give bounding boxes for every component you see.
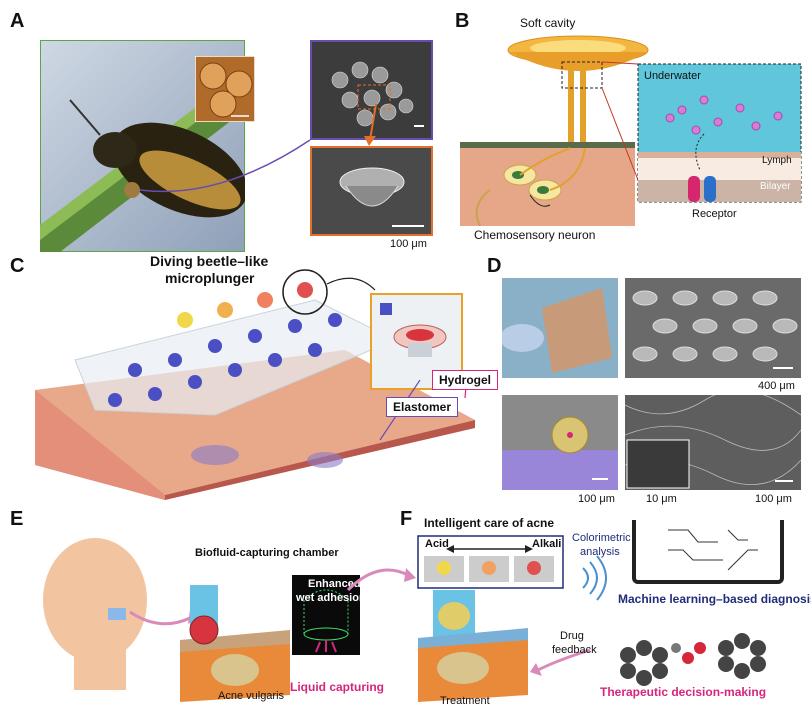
- panel-label-c: C: [10, 255, 25, 277]
- scale-bar-d-b3: 100 μm: [755, 493, 792, 505]
- sem-array-image: [625, 278, 801, 378]
- label-adhesion-1: Enhanced: [308, 578, 361, 590]
- flexible-patch-photo: [502, 278, 618, 378]
- label-biofluid-chamber: Biofluid-capturing chamber: [195, 547, 339, 559]
- label-treatment: Treatment: [440, 695, 490, 707]
- sem-image-cups: [310, 40, 433, 140]
- label-alkali: Alkali: [532, 538, 562, 550]
- scale-bar-d-b2: 10 μm: [646, 493, 677, 505]
- cross-section-micrograph: [502, 395, 618, 490]
- scale-bar-d-b1: 100 μm: [578, 493, 615, 505]
- panel-label-f: F: [400, 508, 413, 530]
- hydrogel-porous-sem: [625, 395, 801, 490]
- zoom-connector-a: [139, 139, 311, 193]
- label-adhesion-2: wet adhesion: [296, 592, 366, 604]
- sem-image-single-cup: [310, 146, 433, 236]
- label-microplunger-2: microplunger: [165, 270, 255, 286]
- panel-label-b: B: [455, 10, 470, 32]
- label-bilayer: Bilayer: [760, 181, 791, 192]
- label-lymph: Lymph: [762, 155, 792, 166]
- label-colorimetric-1: Colorimetric: [572, 532, 631, 544]
- panel-label-d: D: [487, 255, 502, 277]
- microplunger-patch-illustration: [35, 269, 475, 500]
- suction-cup-closeup: [195, 56, 255, 122]
- label-underwater: Underwater: [644, 70, 701, 82]
- zoom-arrow-a: [364, 103, 377, 146]
- panel-label-a: A: [10, 10, 25, 32]
- label-elastomer: Elastomer: [386, 397, 459, 417]
- care-loop-illustration: [346, 520, 784, 702]
- label-colorimetric-2: analysis: [580, 546, 620, 558]
- label-microplunger-1: Diving beetle–like: [150, 253, 269, 269]
- acne-capture-illustration: [43, 538, 360, 702]
- label-ml-diagnosis: Machine learning–based diagnosis: [618, 592, 811, 606]
- label-drug-2: feedback: [552, 644, 597, 656]
- label-receptor: Receptor: [692, 208, 737, 220]
- label-therapeutic: Therapeutic decision-making: [600, 685, 767, 699]
- label-intelligent-care: Intelligent care of acne: [424, 516, 555, 530]
- label-acne-vulgaris: Acne vulgaris: [218, 690, 285, 702]
- chemosensory-diagram: [460, 35, 802, 227]
- scale-bar-a: 100 μm: [390, 238, 427, 250]
- label-soft-cavity: Soft cavity: [520, 16, 576, 30]
- label-neuron: Chemosensory neuron: [474, 228, 596, 242]
- label-hydrogel: Hydrogel: [432, 370, 499, 390]
- label-liquid-capturing: Liquid capturing: [290, 680, 384, 694]
- panel-label-e: E: [10, 508, 24, 530]
- label-acid: Acid: [425, 538, 449, 550]
- label-drug-1: Drug: [560, 630, 584, 642]
- scale-bar-d-top: 400 μm: [758, 380, 795, 392]
